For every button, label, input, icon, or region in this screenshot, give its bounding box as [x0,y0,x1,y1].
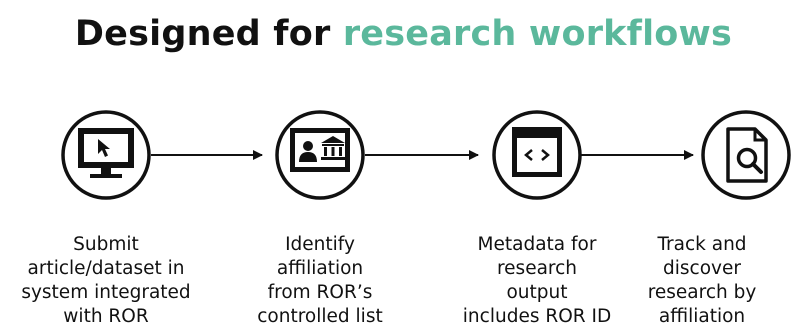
step-3-label: Metadata for research output includes RO… [432,233,642,329]
step-2-node [275,110,365,200]
page-title: Designed for research workflows [0,14,807,54]
code-window-icon [512,127,562,177]
step-1-line-4: with ROR [63,306,149,327]
step-2-line-2: affiliation [276,258,364,279]
step-2-line-4: controlled list [257,306,383,327]
title-prefix: Designed for [74,14,331,54]
step-4-node [701,110,791,200]
step-3-line-3: output [506,282,568,303]
step-4-label: Track and discover research by affiliati… [597,233,807,329]
step-3-node [492,110,582,200]
step-1-label: Submit article/dataset in system integra… [1,233,211,329]
step-2-label: Identify affiliation from ROR’s controll… [215,233,425,329]
computer-monitor-cursor-icon [78,128,134,178]
step-1-line-3: system integrated [21,282,191,303]
step-4-line-2: discover [663,258,741,279]
step-4-line-4: affiliation [658,306,746,327]
step-2-line-1: Identify [285,234,355,255]
document-search-icon [726,127,768,183]
step-4-line-1: Track and [657,234,747,255]
step-4-line-3: research by [647,282,757,303]
step-3-line-2: research [496,258,578,279]
step-3-line-1: Metadata for [477,234,597,255]
step-1-node [61,110,151,200]
step-1-line-2: article/dataset in [27,258,185,279]
step-2-line-3: from ROR’s [267,282,373,303]
step-1-line-1: Submit [73,234,139,255]
title-highlight: research workflows [342,14,733,54]
id-card-institution-icon [290,128,350,172]
step-3-line-4: includes ROR ID [462,306,612,327]
